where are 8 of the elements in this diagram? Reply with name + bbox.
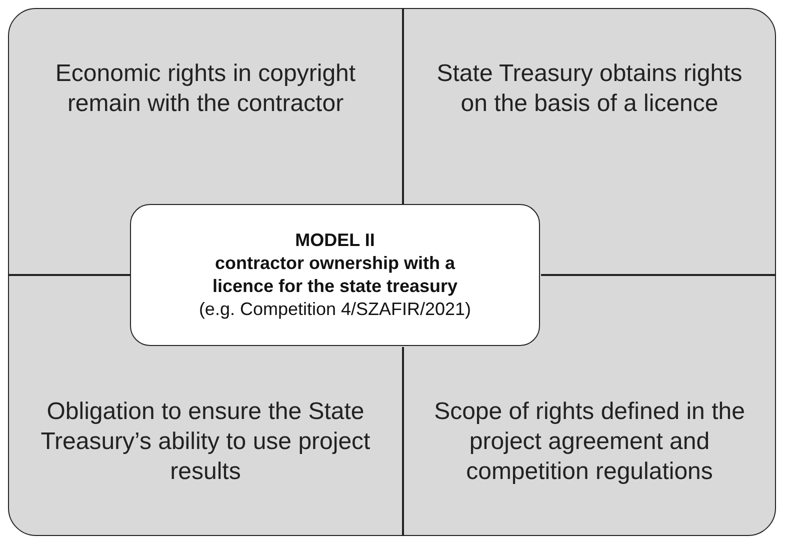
model-title: MODEL II <box>295 229 375 252</box>
center-box <box>130 204 540 346</box>
quadrant-text: State Treasury obtains rights on the basis of a licence <box>424 59 754 119</box>
quadrant-text: Scope of rights defined in the project agreement and competition regulations <box>424 397 754 487</box>
quadrant-text: Obligation to ensure the State Treasury’s ability to use project results <box>40 397 370 487</box>
model-subtitle: contractor ownership with a licence for the state treasury <box>211 252 459 298</box>
quadrant-text: Economic rights in copyright remain with the contractor <box>40 59 370 119</box>
example-note: (e.g. Competition 4/SZAFIR/2021) <box>198 298 472 321</box>
